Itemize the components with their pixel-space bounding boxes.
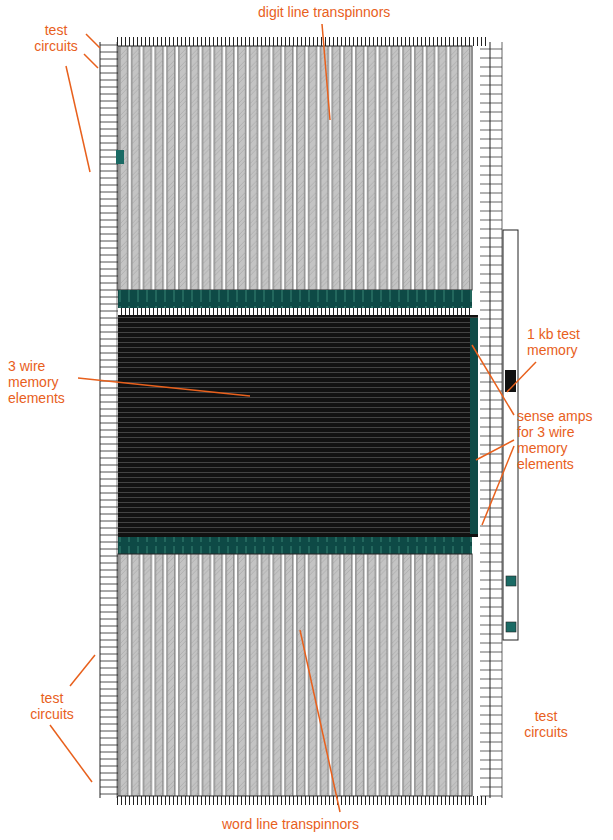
callout-label: word line transpinnors [222,816,359,832]
callout-label: 1 kb test memory [527,326,601,358]
callout-label: digit line transpinnors [258,4,390,20]
callout-label: test circuits [26,22,86,54]
callout-label: 3 wire memory elements [8,358,74,406]
callout-label: test circuits [516,708,576,740]
callout-label: test circuits [22,690,82,722]
callout-label: sense amps for 3 wire memory elements [517,408,607,472]
